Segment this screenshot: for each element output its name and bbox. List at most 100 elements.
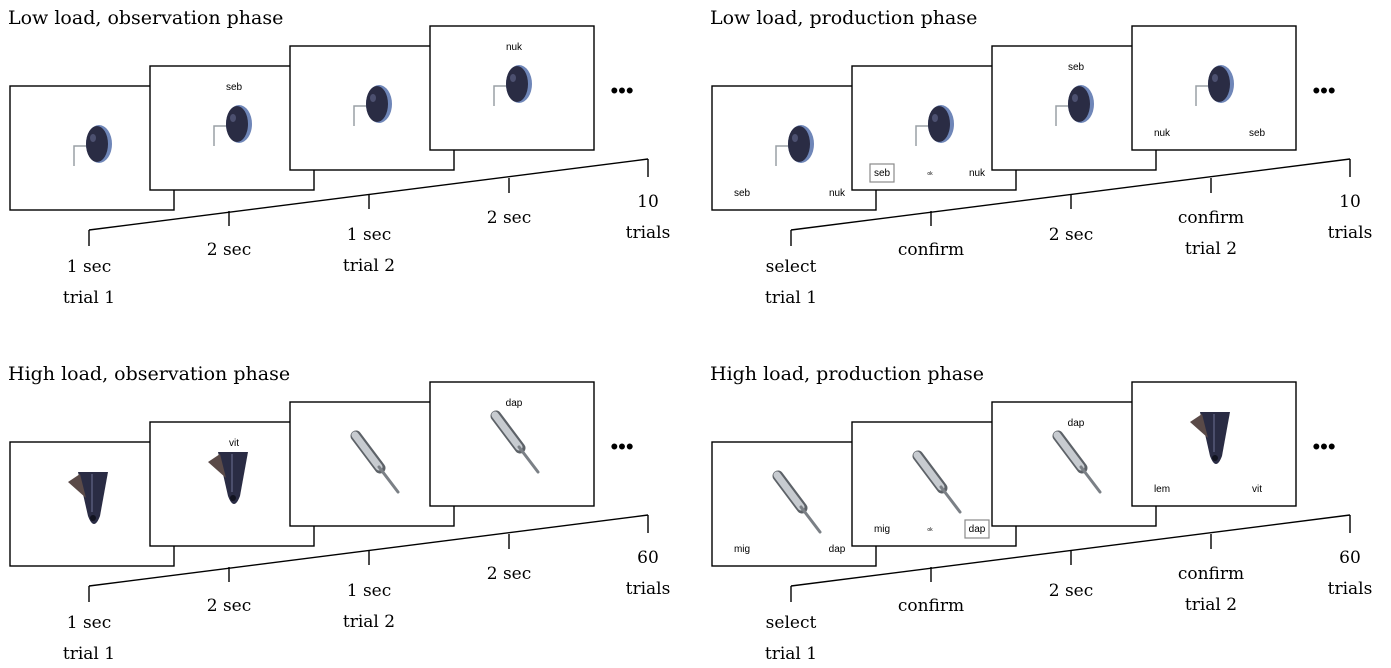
clip-object-icon — [1190, 412, 1230, 464]
timeline-label: confirm — [1178, 564, 1244, 584]
timeline-label: 2 sec — [207, 596, 252, 616]
tube-rod — [377, 465, 400, 494]
timeline-label: trial 1 — [765, 644, 817, 664]
label-word: seb — [1068, 62, 1085, 73]
clip-hole — [90, 515, 96, 521]
option-label: mig — [734, 544, 750, 555]
tube-body — [773, 471, 805, 511]
clip-shadow — [1190, 414, 1208, 438]
selected-option-box — [869, 163, 895, 183]
pin-shaft — [493, 85, 512, 106]
timeline-label: select — [766, 257, 817, 277]
option-label: mig — [874, 524, 890, 535]
pin-object-icon — [493, 65, 532, 106]
pin-shine — [792, 134, 798, 142]
timeline-label: trial 2 — [343, 256, 395, 276]
option-label: dap — [969, 524, 986, 535]
stimulus-frame: lem vit — [1131, 381, 1297, 507]
tube-object-icon — [350, 430, 400, 494]
stimulus-frame — [289, 401, 455, 527]
timeline-label: trials — [626, 223, 671, 243]
ellipsis-indicator: ••• — [1312, 78, 1335, 103]
timeline-label: 2 sec — [207, 240, 252, 260]
tube-object-icon — [912, 450, 962, 514]
pin-shine — [1072, 94, 1078, 102]
option-label: seb — [874, 168, 891, 179]
timeline-label: trials — [626, 579, 671, 599]
ok-button-label: ok — [927, 527, 933, 533]
pin-shine — [932, 114, 938, 122]
timeline-label: trial 1 — [765, 288, 817, 308]
ellipsis-indicator: ••• — [610, 78, 633, 103]
stimulus-frame: vit — [149, 421, 315, 547]
pin-shine — [90, 134, 96, 142]
pin-object-icon — [73, 125, 112, 166]
timeline-label: 1 sec — [347, 581, 392, 601]
pin-shaft — [353, 105, 372, 126]
option-label: seb — [734, 188, 751, 199]
timeline-label: trials — [1328, 223, 1373, 243]
ok-button-label: ok — [927, 171, 933, 177]
tube-body — [913, 451, 945, 491]
timeline-label: 1 sec — [347, 225, 392, 245]
stimulus-frame: seb — [991, 45, 1157, 171]
stimulus-frame: dap — [429, 381, 595, 507]
option-label: nuk — [1154, 128, 1171, 139]
label-word: dap — [506, 398, 523, 409]
pin-shine — [230, 114, 236, 122]
pin-shine — [370, 94, 376, 102]
pin-shine — [510, 74, 516, 82]
pin-object-icon — [775, 125, 814, 166]
timeline-label: trial 2 — [343, 612, 395, 632]
clip-hole — [1212, 455, 1218, 461]
option-label: vit — [1252, 484, 1262, 495]
tube-object-icon — [772, 470, 822, 534]
selected-option-box — [964, 519, 990, 539]
stimulus-frame: mig dap ok — [851, 421, 1017, 547]
stimulus-frame: nuk — [429, 25, 595, 151]
tube-rod — [939, 485, 962, 514]
timeline-label: 60 — [637, 548, 659, 568]
tube-object-icon — [490, 410, 540, 474]
tube-rod — [517, 445, 540, 474]
ellipsis-indicator: ••• — [610, 434, 633, 459]
pin-head — [226, 106, 248, 142]
option-label: nuk — [969, 168, 986, 179]
timeline-label: trial 1 — [63, 644, 115, 664]
label-word: dap — [1068, 418, 1085, 429]
clip-object-icon — [208, 452, 248, 504]
tube-body — [491, 411, 523, 451]
stimulus-frame: seb nuk ok — [851, 65, 1017, 191]
timeline-label: 1 sec — [67, 613, 112, 633]
timeline-label: 2 sec — [1049, 581, 1094, 601]
tube-object-icon — [1052, 430, 1102, 494]
pin-shaft — [73, 145, 92, 166]
clip-shadow — [208, 454, 226, 478]
pin-head — [366, 86, 388, 122]
timeline-label: 10 — [637, 192, 659, 212]
panel-title: High load, production phase — [710, 363, 984, 385]
pin-head — [86, 126, 108, 162]
tube-rod — [1079, 465, 1102, 494]
timeline-label: trials — [1328, 579, 1373, 599]
timeline-label: confirm — [898, 596, 964, 616]
pin-object-icon — [915, 105, 954, 146]
pin-head — [928, 106, 950, 142]
pin-shaft — [213, 125, 232, 146]
pin-head — [506, 66, 528, 102]
clip-shadow — [68, 474, 86, 498]
clip-object-icon — [68, 472, 108, 524]
tube-rod — [799, 505, 822, 534]
panel-4: High load, production phase mig dap mig dap o… — [710, 363, 1372, 664]
label-word: vit — [229, 438, 239, 449]
stimulus-frame: nuk seb — [1131, 25, 1297, 151]
option-label: lem — [1154, 484, 1170, 495]
timeline-label: confirm — [898, 240, 964, 260]
pin-shaft — [915, 125, 934, 146]
option-label: seb — [1249, 128, 1266, 139]
ellipsis-indicator: ••• — [1312, 434, 1335, 459]
